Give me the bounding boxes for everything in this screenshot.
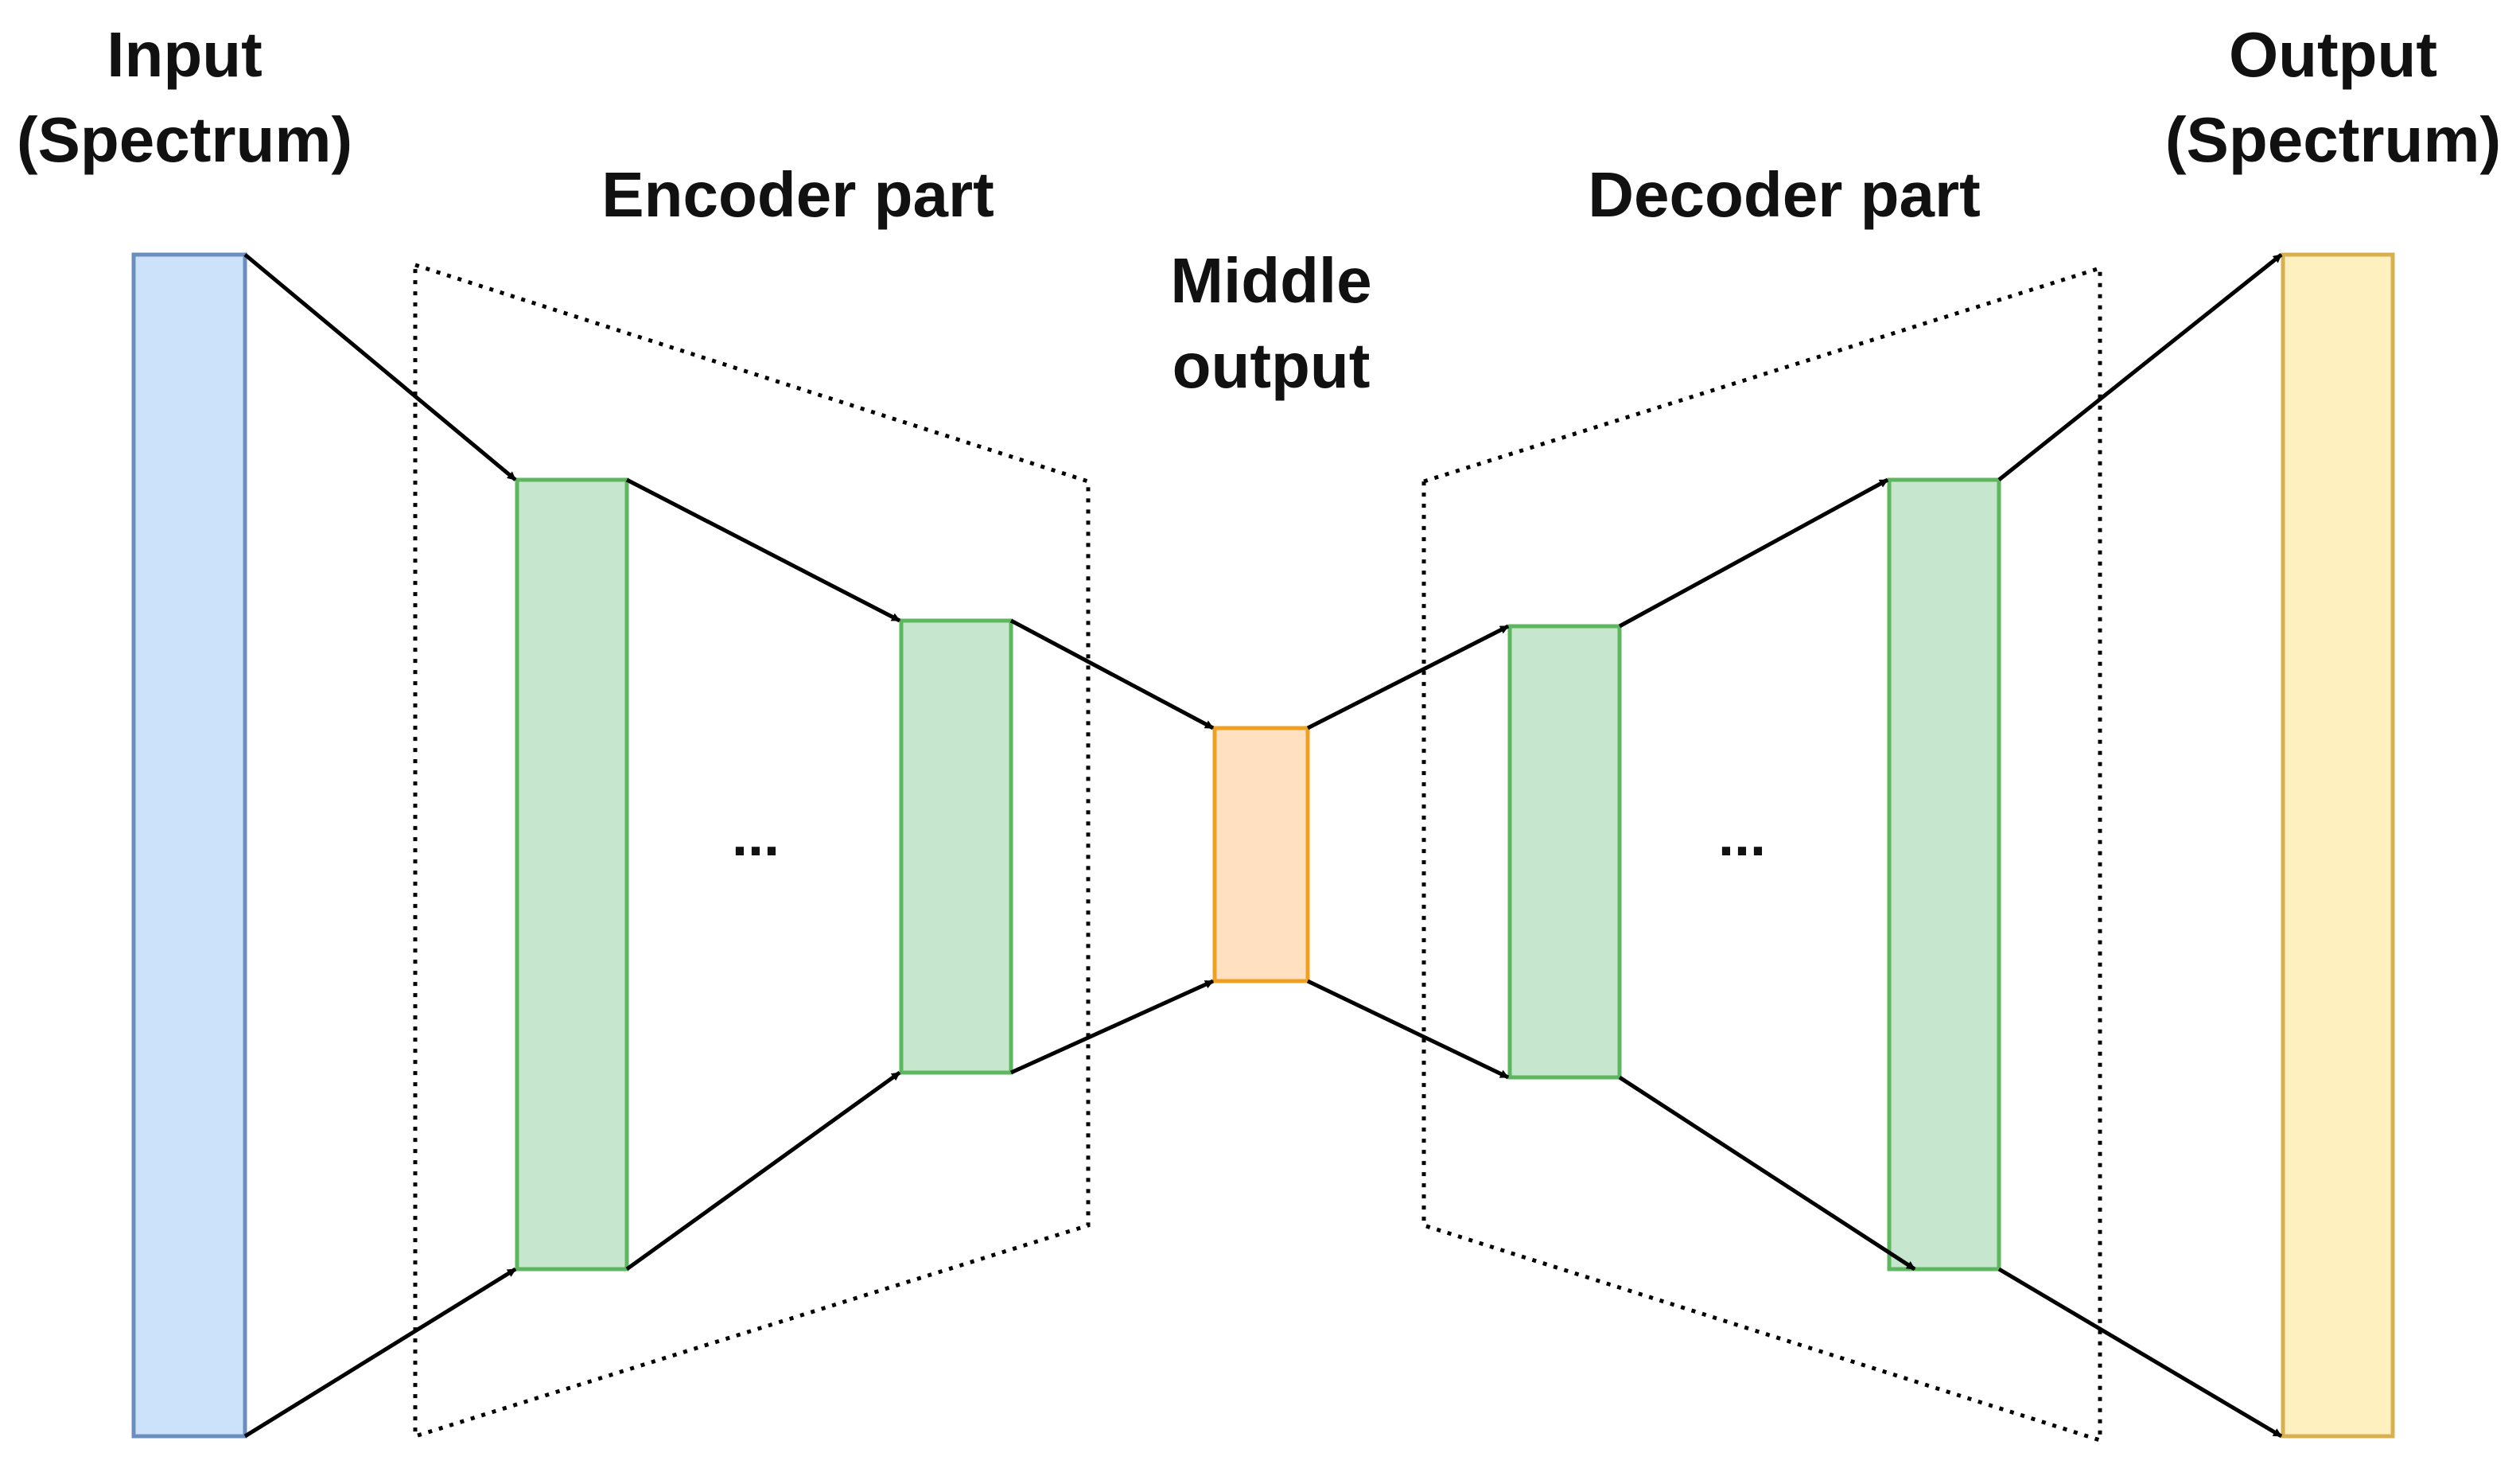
output-label-line1: Output	[2229, 19, 2437, 90]
decoder-layer-1-box	[1507, 624, 1622, 1080]
encoder-layer-1-box	[515, 477, 629, 1272]
decoder-layer-2-box	[1887, 477, 2001, 1272]
arrow-enc2-to-middle-bottom	[1009, 979, 1215, 1075]
arrow-enc2-to-middle-top	[1009, 618, 1215, 730]
arrow-dec1-to-dec2-bottom	[1618, 1075, 1916, 1272]
arrow-dec2-to-output-top	[1997, 253, 2283, 481]
arrow-enc1-to-enc2-bottom	[625, 1070, 901, 1272]
arrow-middle-to-dec1-top	[1306, 624, 1510, 730]
encoder-part-label: Encoder part	[601, 159, 994, 230]
decoder-ellipsis: ...	[1718, 804, 1766, 868]
input-label-line1: Input	[107, 19, 262, 90]
arrow-input-to-enc1-top	[243, 253, 517, 481]
arrow-input-to-enc1-bottom	[243, 1267, 517, 1439]
input-label-line2: (Spectrum)	[17, 104, 352, 175]
encoder-ellipsis: ...	[732, 804, 780, 868]
input-spectrum-box	[131, 252, 247, 1439]
middle-output-label-line2: output	[1172, 330, 1371, 401]
output-spectrum-box	[2281, 252, 2395, 1439]
middle-output-box	[1212, 726, 1310, 983]
arrow-dec1-to-dec2-top	[1618, 477, 1889, 629]
arrow-dec2-to-output-bottom	[1997, 1267, 2283, 1439]
middle-output-label-line1: Middle	[1170, 245, 1371, 316]
decoder-part-label: Decoder part	[1588, 159, 1980, 230]
encoder-frame	[413, 262, 1091, 1439]
arrow-enc1-to-enc2-top	[625, 477, 901, 623]
arrow-middle-to-dec1-bottom	[1306, 979, 1510, 1080]
encoder-layer-2-box	[899, 618, 1013, 1075]
output-label-line2: (Spectrum)	[2165, 104, 2501, 175]
